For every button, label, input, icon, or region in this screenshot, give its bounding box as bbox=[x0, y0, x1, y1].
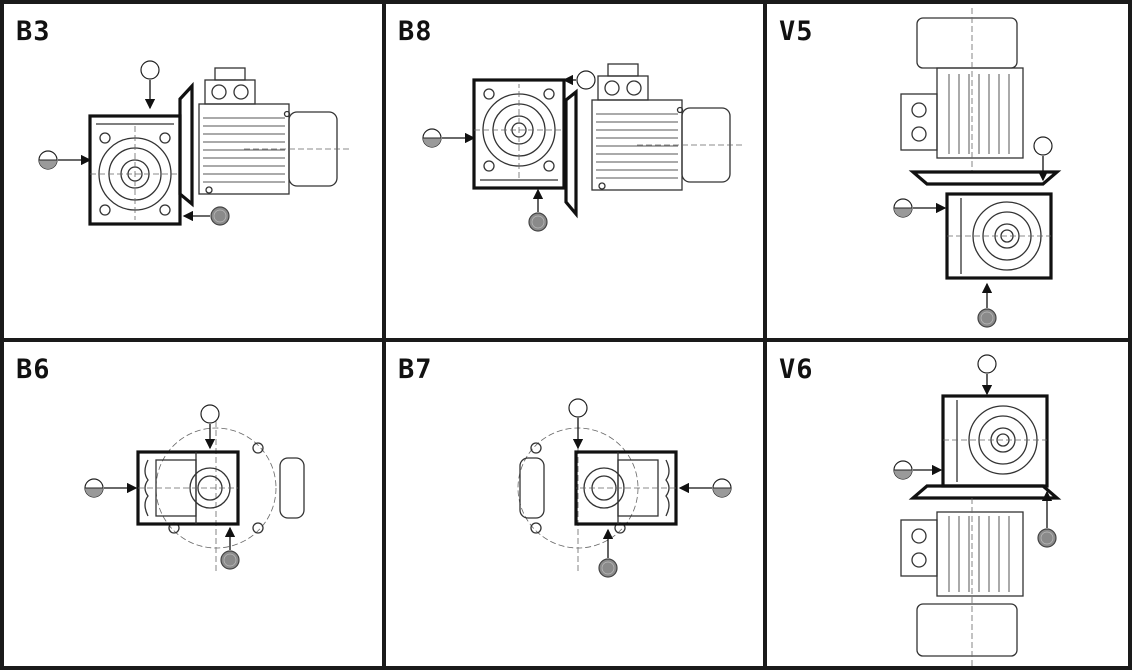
panel-b6: B6 bbox=[4, 342, 386, 666]
panel-label: B7 bbox=[398, 354, 433, 385]
b7-diagram bbox=[517, 398, 732, 578]
vent-plug-icon bbox=[576, 70, 596, 90]
motor bbox=[198, 67, 350, 195]
panel-label: V6 bbox=[779, 354, 814, 385]
gearbox bbox=[574, 450, 678, 526]
vent-plug-icon bbox=[1033, 136, 1053, 156]
v5-diagram bbox=[893, 8, 1062, 328]
vent-plug-icon bbox=[977, 354, 997, 374]
motor-flange-outline bbox=[155, 412, 305, 572]
flange bbox=[908, 170, 1062, 186]
flange bbox=[178, 81, 194, 208]
panel-v5: V5 bbox=[767, 4, 1128, 342]
vent-plug-icon bbox=[140, 60, 160, 80]
drain-plug-icon bbox=[528, 212, 548, 232]
b3-diagram bbox=[38, 60, 350, 226]
panel-label: B6 bbox=[16, 354, 51, 385]
panel-label: V5 bbox=[779, 16, 814, 47]
level-plug-icon bbox=[38, 150, 58, 170]
level-plug-icon bbox=[893, 460, 913, 480]
motor bbox=[900, 8, 1024, 172]
drain-plug-icon bbox=[220, 550, 240, 570]
gearbox bbox=[88, 114, 182, 226]
drain-plug-icon bbox=[598, 558, 618, 578]
v6-diagram bbox=[893, 354, 1062, 666]
drain-plug-icon bbox=[977, 308, 997, 328]
panel-label: B3 bbox=[16, 16, 51, 47]
motor bbox=[900, 498, 1024, 666]
flange bbox=[908, 484, 1062, 500]
b6-diagram bbox=[84, 404, 305, 572]
motor bbox=[591, 63, 743, 191]
level-plug-icon bbox=[422, 128, 442, 148]
panel-v6: V6 bbox=[767, 342, 1128, 666]
panel-b3: B3 bbox=[4, 4, 386, 342]
level-plug-icon bbox=[893, 198, 913, 218]
gearbox bbox=[472, 78, 566, 190]
flange bbox=[564, 88, 578, 219]
panel-label: B8 bbox=[398, 16, 433, 47]
vent-plug-icon bbox=[568, 398, 588, 418]
level-plug-icon bbox=[712, 478, 732, 498]
level-plug-icon bbox=[84, 478, 104, 498]
panel-b7: B7 bbox=[386, 342, 767, 666]
gearbox bbox=[136, 450, 240, 526]
vent-plug-icon bbox=[200, 404, 220, 424]
b8-diagram bbox=[422, 63, 743, 232]
drain-plug-icon bbox=[210, 206, 230, 226]
drain-plug-icon bbox=[1037, 528, 1057, 548]
gearbox bbox=[941, 394, 1049, 488]
panel-b8: B8 bbox=[386, 4, 767, 342]
gearbox bbox=[945, 192, 1053, 280]
